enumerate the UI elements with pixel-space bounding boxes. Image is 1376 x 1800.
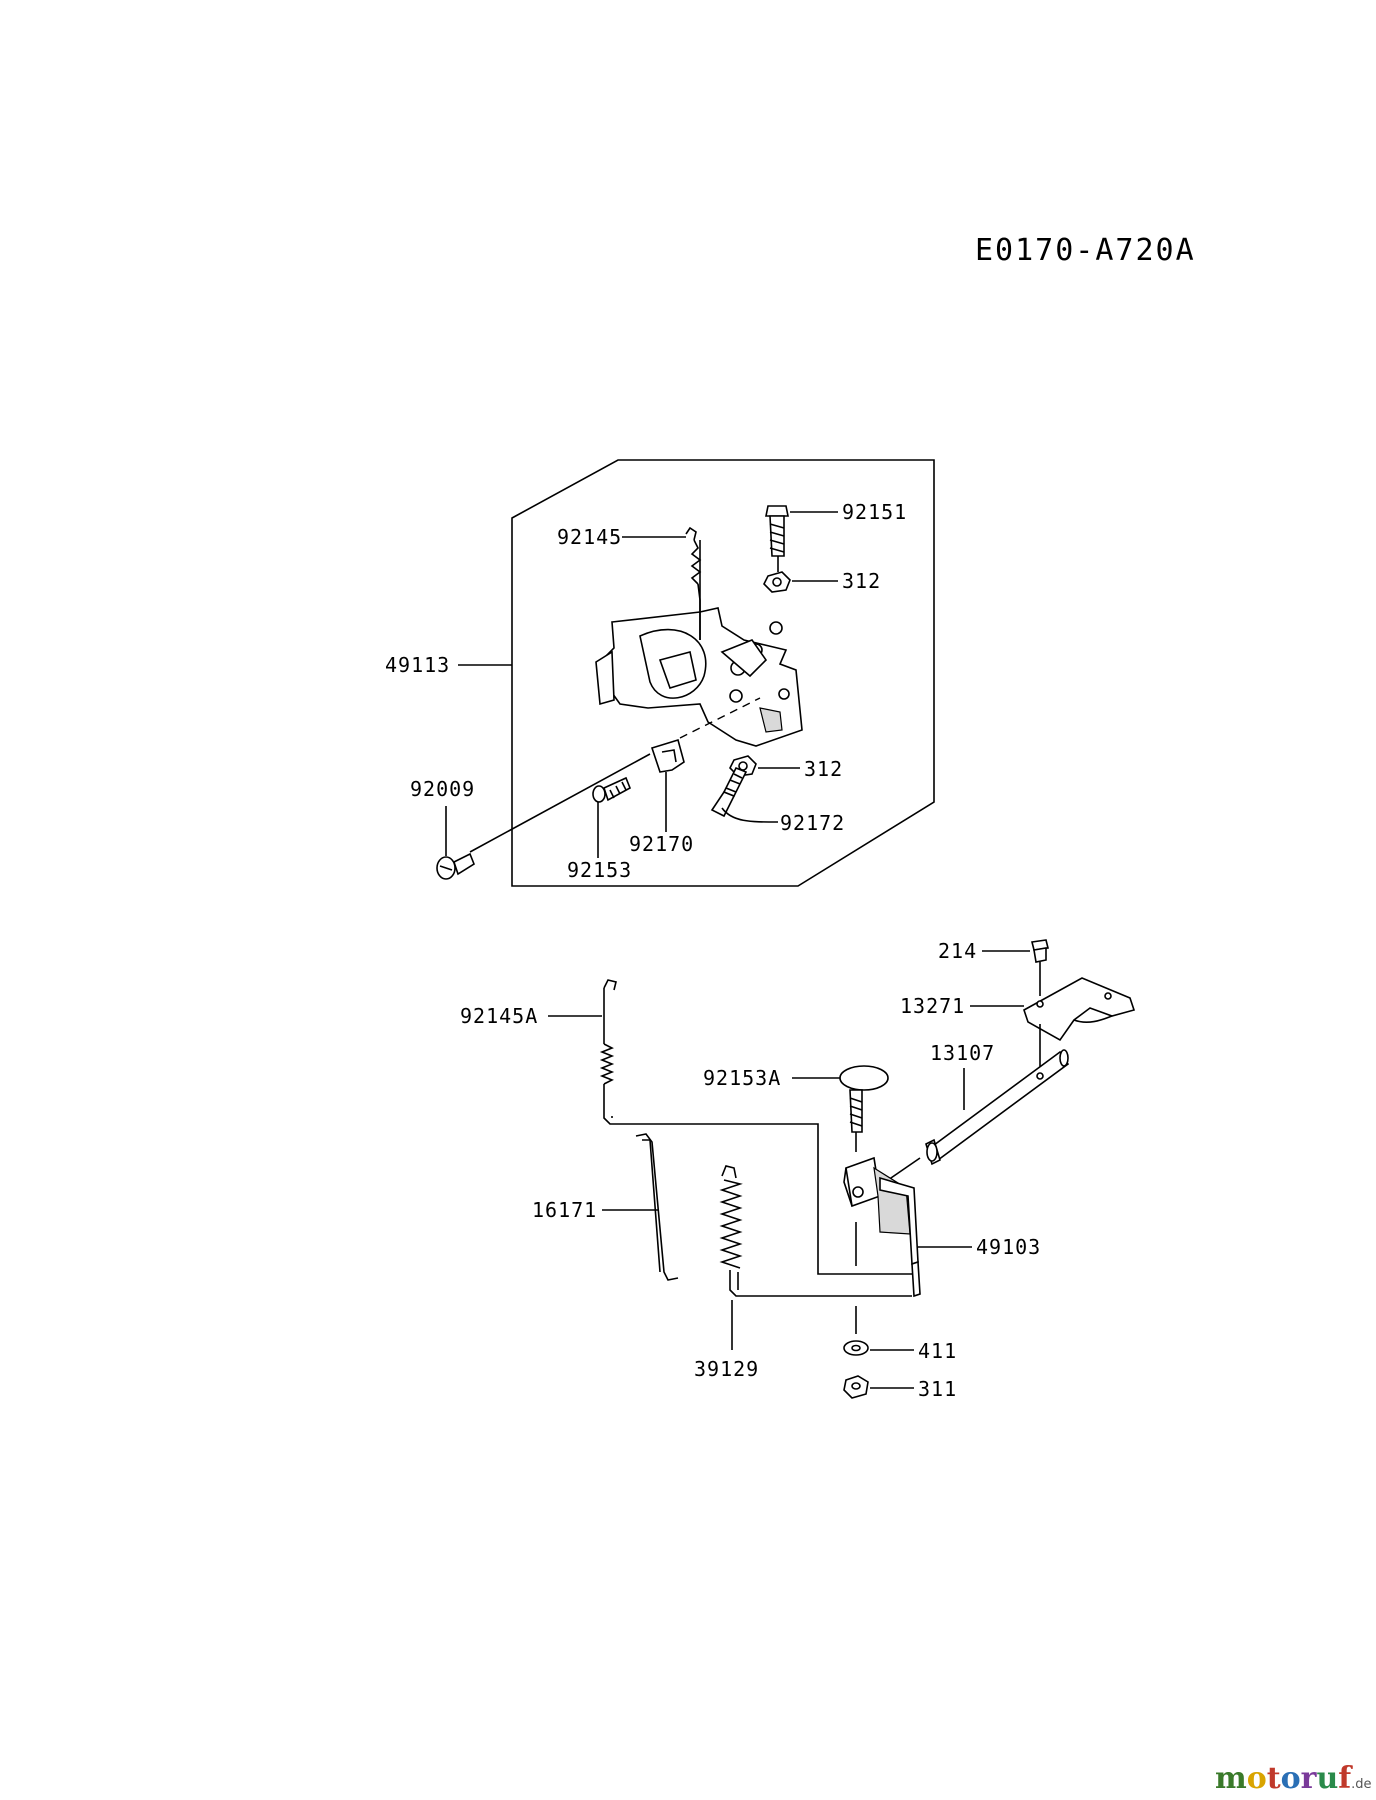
screw-92009 — [436, 852, 475, 880]
nut-312-upper — [763, 571, 791, 593]
governor-plate — [595, 607, 803, 747]
label-312-lower: 312 — [804, 757, 843, 781]
label-13271: 13271 — [900, 994, 965, 1018]
washer-411 — [843, 1340, 869, 1356]
upper-assembly-group — [436, 459, 935, 887]
shaft-13107 — [925, 1049, 1070, 1166]
axis-dashed — [679, 697, 761, 739]
logo-letter: r — [1301, 1761, 1318, 1796]
bolt-214 — [1031, 939, 1049, 963]
diagram-code: E0170-A720A — [975, 233, 1196, 268]
label-16171: 16171 — [532, 1198, 597, 1222]
label-92172: 92172 — [780, 811, 845, 835]
motoruf-logo: motoruf.de — [1215, 1761, 1372, 1796]
label-39129: 39129 — [694, 1357, 759, 1381]
lower-assembly-group — [548, 939, 1136, 1399]
bolt-92151 — [765, 505, 789, 557]
svg-text:motoruf.de: motoruf.de — [1215, 1761, 1372, 1796]
label-92151: 92151 — [842, 500, 907, 524]
label-92153A: 92153A — [703, 1066, 781, 1090]
axis-92009 — [469, 753, 651, 853]
label-49113: 49113 — [385, 653, 450, 677]
logo-letter: f — [1338, 1761, 1353, 1796]
label-214: 214 — [938, 939, 977, 963]
label-49103: 49103 — [976, 1235, 1041, 1259]
bolt-92172 — [710, 766, 748, 818]
logo-letter: t — [1267, 1761, 1281, 1796]
label-92145: 92145 — [557, 525, 622, 549]
label-92153: 92153 — [567, 858, 632, 882]
nut-311 — [843, 1375, 869, 1399]
logo-tld: .de — [1351, 1777, 1371, 1792]
spring-rod-92145A — [599, 979, 912, 1275]
label-311: 311 — [918, 1377, 957, 1401]
logo-letter: o — [1247, 1761, 1267, 1796]
bolt-92153A — [839, 1065, 889, 1133]
label-13107: 13107 — [930, 1041, 995, 1065]
lever-49103 — [843, 1156, 921, 1298]
assembly-49113-outline — [511, 459, 935, 887]
logo-letter: o — [1281, 1761, 1301, 1796]
rod-16171 — [635, 1133, 679, 1281]
screw-92153 — [592, 776, 632, 803]
label-92009: 92009 — [410, 777, 475, 801]
leader-92172 — [721, 807, 779, 823]
label-92170: 92170 — [629, 832, 694, 856]
clip-92170 — [650, 738, 685, 773]
logo-letter: u — [1316, 1761, 1338, 1796]
plate-13271 — [1023, 977, 1136, 1042]
label-411: 411 — [918, 1339, 957, 1363]
label-92145A: 92145A — [460, 1004, 538, 1028]
axis-13107 — [887, 1157, 921, 1181]
logo-letter: m — [1215, 1761, 1247, 1796]
label-312-upper: 312 — [842, 569, 881, 593]
spring-39129 — [719, 1165, 912, 1297]
